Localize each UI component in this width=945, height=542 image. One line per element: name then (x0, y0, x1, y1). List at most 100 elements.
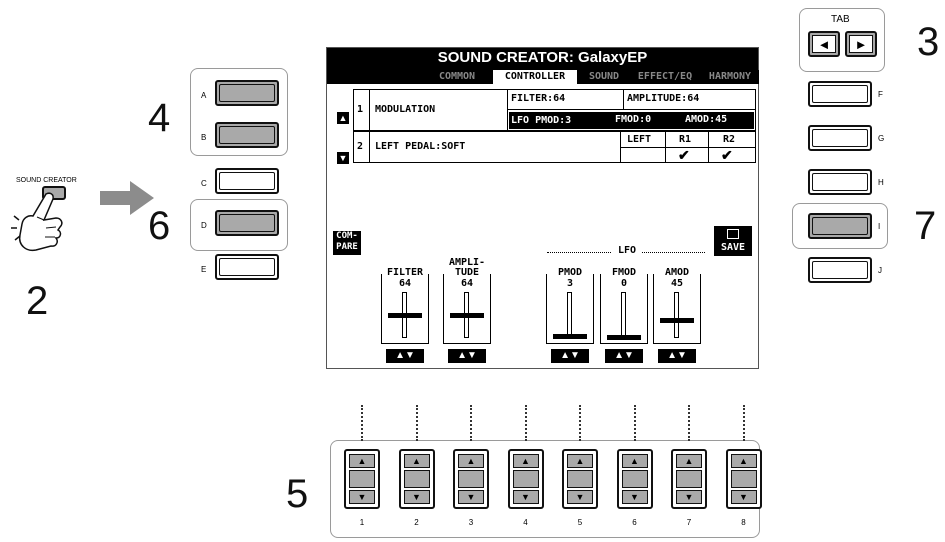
number-button-7-up[interactable]: ▲ (676, 454, 702, 468)
number-button-4-up[interactable]: ▲ (512, 454, 539, 468)
slider-amod-arrow-button[interactable]: ▲▼ (658, 349, 696, 363)
slider-fmod-value: 0 (620, 278, 628, 289)
tab-controller[interactable]: CONTROLLER (493, 70, 577, 84)
number-button-7-down[interactable]: ▼ (676, 490, 702, 504)
button-d[interactable] (215, 210, 279, 236)
tab-sound[interactable]: SOUND (579, 70, 629, 84)
slider-filter[interactable] (381, 274, 429, 344)
number-button-6-down[interactable]: ▼ (621, 490, 648, 504)
lfo-label: LFO (612, 246, 642, 256)
number-button-2[interactable]: ▲▼ (398, 449, 435, 509)
tab-effect-eq[interactable]: EFFECT/EQ (631, 70, 699, 84)
number-button-6[interactable]: ▲▼ (616, 449, 653, 509)
button-f-label: F (878, 90, 883, 99)
number-button-8-down[interactable]: ▼ (730, 490, 757, 504)
number-button-4-down[interactable]: ▼ (512, 490, 539, 504)
slider-fmod[interactable] (600, 274, 648, 344)
dotted-guide-5 (579, 405, 581, 441)
arrow-right-icon (100, 181, 154, 215)
number-button-2-up[interactable]: ▲ (403, 454, 430, 468)
slider-amplitude-knob[interactable] (450, 313, 484, 318)
slider-amplitude-label: AMPLI- TUDE (448, 257, 486, 278)
save-button[interactable]: SAVE (714, 226, 752, 256)
dotted-guide-6 (633, 405, 636, 441)
number-button-4[interactable]: ▲▼ (507, 449, 544, 509)
dotted-guide-1 (361, 405, 363, 441)
button-f[interactable] (808, 81, 872, 107)
button-b[interactable] (215, 122, 279, 148)
button-h[interactable] (808, 169, 872, 195)
row-1-lfo-bar: LFO PMOD:3 (509, 112, 754, 129)
number-button-3-up[interactable]: ▲ (458, 454, 484, 468)
row-2-check-r1[interactable]: ✔ (678, 147, 690, 163)
tab-left-button[interactable]: ◄ (808, 31, 840, 57)
button-e[interactable] (215, 254, 279, 280)
controller-row-1[interactable] (353, 89, 756, 131)
number-button-5[interactable]: ▲▼ (562, 449, 598, 509)
tab-common[interactable]: COMMON (423, 70, 491, 84)
slider-fmod-arrow-button[interactable]: ▲▼ (605, 349, 643, 363)
tab-right-button[interactable]: ► (845, 31, 877, 57)
button-j[interactable] (808, 257, 872, 283)
step-6-label: 6 (148, 204, 171, 248)
dotted-guide-3 (470, 405, 472, 441)
button-g-label: G (878, 134, 885, 143)
step-3-label: 3 (917, 20, 940, 64)
scroll-up-icon[interactable]: ▲ (337, 112, 349, 124)
dotted-guide-7 (688, 405, 690, 441)
number-button-1-middle (349, 470, 375, 488)
button-e-label: E (201, 265, 207, 274)
number-button-5-up[interactable]: ▲ (567, 454, 593, 468)
slider-filter-knob[interactable] (388, 313, 422, 318)
row-1-name: MODULATION (375, 104, 436, 115)
button-c[interactable] (215, 168, 279, 194)
number-button-1-label: 1 (359, 518, 365, 527)
number-button-8[interactable]: ▲▼ (725, 449, 762, 509)
number-button-7[interactable]: ▲▼ (671, 449, 707, 509)
slider-fmod-knob[interactable] (607, 335, 641, 341)
number-button-8-label: 8 (741, 518, 746, 527)
step-7-label: 7 (914, 204, 937, 248)
slider-filter-arrow-button[interactable]: ▲▼ (386, 349, 424, 363)
button-a[interactable] (215, 80, 279, 106)
number-button-5-middle (567, 470, 593, 488)
number-button-3-down[interactable]: ▼ (458, 490, 484, 504)
number-button-5-down[interactable]: ▼ (567, 490, 593, 504)
number-button-1-down[interactable]: ▼ (349, 490, 375, 504)
step-2-label: 2 (26, 279, 49, 323)
number-button-4-label: 4 (523, 518, 528, 527)
slider-pmod-arrow-button[interactable]: ▲▼ (551, 349, 589, 363)
row-1-number: 1 (357, 104, 364, 115)
lcd-title: SOUND CREATOR: GalaxyEP (327, 48, 758, 68)
slider-filter-label: FILTER (386, 267, 424, 278)
tab-label: TAB (831, 14, 850, 25)
button-i[interactable] (808, 213, 872, 239)
number-button-3[interactable]: ▲▼ (453, 449, 489, 509)
slider-amod[interactable] (653, 274, 701, 344)
floppy-disk-icon (727, 229, 739, 239)
step-5-label: 5 (286, 472, 309, 516)
row-2-header-r2: R2 (723, 134, 736, 145)
number-button-1[interactable]: ▲▼ (344, 449, 380, 509)
number-button-5-label: 5 (577, 518, 583, 527)
row-2-check-r2[interactable]: ✔ (721, 147, 733, 163)
compare-button[interactable]: COM- PARE (333, 231, 361, 255)
scroll-down-icon[interactable]: ▼ (337, 152, 349, 164)
slider-pmod-value: 3 (566, 278, 574, 289)
number-button-1-up[interactable]: ▲ (349, 454, 375, 468)
slider-amplitude-arrow-button[interactable]: ▲▼ (448, 349, 486, 363)
row-2-header-left: LEFT (627, 134, 652, 145)
button-g[interactable] (808, 125, 872, 151)
lcd-screen: SOUND CREATOR: GalaxyEP COMMON CONTROLLE… (326, 47, 759, 369)
tab-harmony[interactable]: HARMONY (701, 70, 759, 84)
button-j-label: J (878, 266, 882, 275)
slider-amplitude[interactable] (443, 274, 491, 344)
number-button-8-up[interactable]: ▲ (730, 454, 757, 468)
slider-pmod-knob[interactable] (553, 333, 587, 339)
number-button-7-label: 7 (686, 518, 692, 527)
slider-pmod[interactable] (546, 274, 594, 344)
number-button-6-up[interactable]: ▲ (621, 454, 648, 468)
slider-amod-knob[interactable] (660, 317, 694, 323)
slider-filter-value: 64 (398, 278, 412, 289)
number-button-2-down[interactable]: ▼ (403, 490, 430, 504)
